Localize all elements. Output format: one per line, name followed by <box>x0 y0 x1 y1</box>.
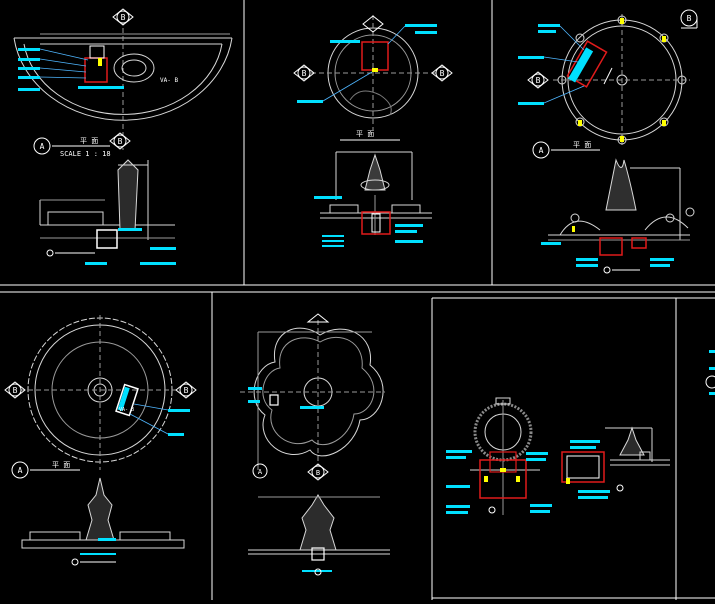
marker-a-label: A <box>40 142 45 151</box>
section-marker-b-right: B <box>431 64 453 82</box>
panel-1-half-plan: B B A 平 面 SCALE 1 : 18 VA- B <box>13 8 233 265</box>
panel-5-plan: A B <box>240 313 390 576</box>
plan-label: 平 面 <box>356 130 374 138</box>
marker-b-label: B <box>13 386 18 395</box>
marker-a-label: A <box>18 466 23 475</box>
va-label: VA- B <box>119 407 134 413</box>
marker-b-label: B <box>536 76 541 85</box>
marker-b-label: B <box>687 14 692 23</box>
section-marker-b-left: B <box>527 71 549 89</box>
marker-b-label: B <box>440 69 445 78</box>
title-marker-a: A <box>11 461 80 479</box>
section-marker-b-left: B <box>293 64 315 82</box>
section-marker-b-top <box>306 313 330 323</box>
title-marker-a: A <box>532 141 600 159</box>
va-label: VA- B <box>160 77 178 84</box>
marker-b-label: B <box>118 137 123 146</box>
marker-b-label: B <box>121 13 126 22</box>
section-marker-b-top <box>362 15 384 33</box>
marker-a-label: A <box>539 146 544 155</box>
plan-label: 平 面 <box>573 141 591 149</box>
marker-b-label: B <box>184 386 189 395</box>
section-marker-b-right: B <box>175 381 197 399</box>
section-marker-b-bottom: B <box>307 463 329 481</box>
section-marker-b-mid: B <box>109 132 131 150</box>
panel-6-details <box>446 397 670 515</box>
title-marker-a: A <box>252 463 268 479</box>
section-marker-b-top: B <box>112 8 134 26</box>
panel-4-plan: VA- B B B A 平 面 <box>4 315 197 566</box>
title-marker-a: A <box>33 137 110 155</box>
plan-label: 平 面 <box>52 461 70 469</box>
plan-label: 平 面 <box>80 137 98 145</box>
section-marker-b-left: B <box>4 381 26 399</box>
marker-b-label: B <box>316 469 320 477</box>
panel-3-plan: B B A 平 面 <box>518 9 698 274</box>
section-marker-b-right: B <box>680 9 698 29</box>
scale-label: SCALE 1 : 18 <box>60 150 111 158</box>
marker-b-label: B <box>302 69 307 78</box>
panel-2-plan: B B 平 面 <box>293 15 453 247</box>
panel-7-partial <box>705 350 715 395</box>
marker-a-label: A <box>258 468 263 476</box>
